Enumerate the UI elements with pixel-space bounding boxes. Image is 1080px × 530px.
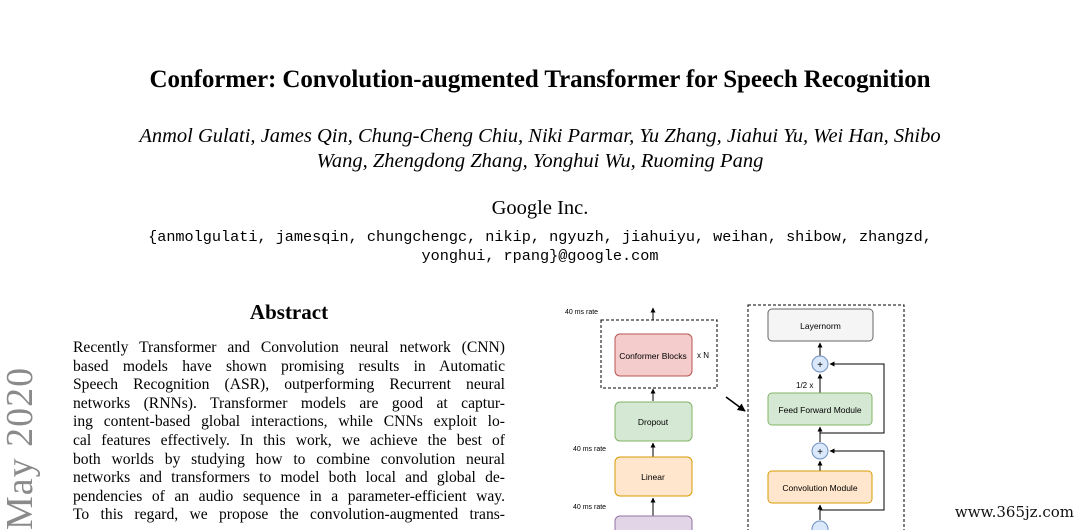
abstract-body: Recently Transformer and Convolution neu… (73, 339, 505, 530)
residual-add-bottom (811, 520, 829, 530)
paper-title: Conformer: Convolution-augmented Transfo… (149, 66, 931, 93)
conformer-blocks-label: Conformer Blocks (619, 351, 687, 361)
conformer-dashed-box (600, 319, 718, 389)
abstract-line: ing content-based global interactions, w… (73, 413, 505, 431)
abstract-heading: Abstract (249, 300, 329, 324)
abstract-line: networks (RNNs). Transformer models are … (73, 394, 505, 412)
abstract-line: pendencies of an audio sequence in a par… (73, 487, 505, 505)
layernorm-label: Layernorm (800, 321, 841, 331)
rate-label-mid: 40 ms rate (573, 446, 606, 453)
abstract-line: Recently Transformer and Convolution neu… (73, 339, 505, 356)
times-n-label: x N (697, 351, 709, 360)
rate-label-top: 40 ms rate (565, 309, 598, 316)
abstract-line: Speech Recognition (ASR), outperforming … (73, 376, 505, 394)
conv-module-label: Convolution Module (782, 483, 857, 493)
watermark: www.365jz.com (954, 503, 1074, 521)
email-line: {anmolgulati, jamesqin, chungchengc, nik… (148, 228, 932, 246)
email-list: {anmolgulati, jamesqin, chungchengc, nik… (60, 228, 1020, 266)
layernorm-box (767, 308, 874, 342)
conv-module-box (767, 470, 873, 504)
linear-box (614, 456, 693, 497)
half-x-label: 1/2 x (796, 381, 813, 390)
abstract-line: cal features effectively. In this work, … (73, 431, 505, 449)
residual-add-mid (811, 442, 829, 460)
residual-skip-top (820, 361, 885, 434)
ffn-label: Feed Forward Module (778, 405, 861, 415)
plus-sign: + (817, 360, 823, 371)
ffn-box (767, 392, 873, 426)
residual-add-top (811, 355, 829, 373)
rate-label-bottom: 40 ms rate (573, 504, 606, 511)
email-line: yonghui, rpang}@google.com (421, 247, 659, 265)
conformer-block-dashed-box (747, 304, 905, 530)
bottom-block-box (614, 515, 693, 530)
residual-skip-mid (820, 448, 885, 511)
author-line: Anmol Gulati, James Qin, Chung-Cheng Chi… (139, 125, 941, 147)
plus-sign: + (817, 447, 823, 458)
author-line: Wang, Zhengdong Zhang, Yonghui Wu, Ruomi… (316, 150, 764, 172)
abstract-line: both worlds by studying how to combine c… (73, 450, 505, 468)
dropout-box (614, 401, 693, 442)
abstract-line: based models have shown promising result… (73, 357, 505, 375)
affiliation: Google Inc. (491, 197, 589, 219)
conformer-architecture-figure: 40 ms rate Conformer Blocks x N Dropout … (565, 304, 905, 530)
author-list: Anmol Gulati, James Qin, Chung-Cheng Chi… (80, 124, 1000, 174)
zoom-arrow (725, 396, 746, 412)
dropout-label: Dropout (638, 417, 669, 427)
conformer-blocks-box (614, 333, 693, 377)
abstract-line: networks and transformers to model both … (73, 469, 505, 487)
linear-label: Linear (641, 472, 665, 482)
abstract-line: To this regard, we propose the convoluti… (73, 506, 505, 524)
arxiv-margin-stamp: May 2020 (0, 366, 41, 530)
